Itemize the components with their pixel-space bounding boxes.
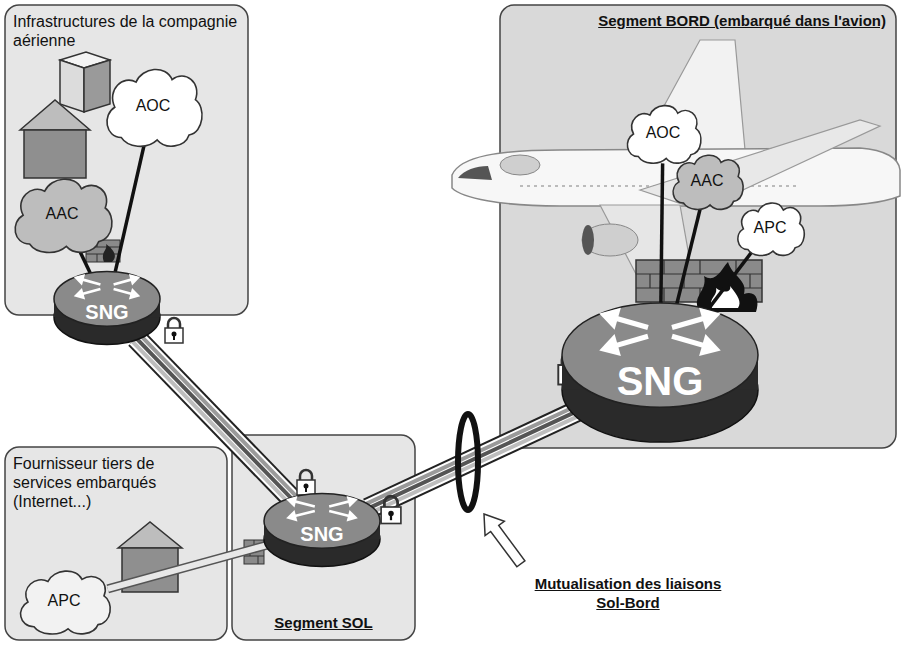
connector xyxy=(115,146,144,272)
callout-label: Mutualisation des liaisons Sol-Bord xyxy=(528,574,728,612)
segment-panel: Fournisseur tiers de services embarqués … xyxy=(5,447,227,640)
airplane xyxy=(452,40,900,320)
network-cloud: AAC xyxy=(668,150,746,212)
sng-router: SNG xyxy=(262,492,382,568)
panel-grounds xyxy=(5,5,896,640)
segment-panel: Infrastructures de la compagnie aérienne… xyxy=(5,5,248,315)
panel-ground xyxy=(5,447,227,640)
cloud-label: APC xyxy=(48,592,81,610)
sng-router: SNG xyxy=(52,270,162,346)
connector xyxy=(661,163,663,303)
cloud-label: AOC xyxy=(646,124,681,142)
network-cloud: APC xyxy=(14,565,114,637)
connector xyxy=(677,209,700,304)
connector xyxy=(706,252,752,312)
cloud-label: AAC xyxy=(691,172,724,190)
bundle-ring xyxy=(458,414,478,510)
panel-ground xyxy=(5,5,248,315)
network-cloud: APC xyxy=(733,198,807,258)
panel-title: Segment BORD (embarqué dans l'avion) xyxy=(516,12,886,30)
padlock xyxy=(297,470,315,495)
network-cloud: AAC xyxy=(8,172,116,256)
router-label: SNG xyxy=(85,302,128,322)
segment-panel: Segment BORD (embarqué dans l'avion) AOC A… xyxy=(500,5,896,448)
router-label: SNG xyxy=(300,524,343,544)
airline-building xyxy=(20,52,110,178)
padlock xyxy=(381,496,401,524)
connector xyxy=(79,250,90,273)
panel-title: Fournisseur tiers de services embarqués … xyxy=(13,454,213,511)
panel-title: Segment SOL xyxy=(239,614,409,632)
segment-panel: Segment SOL SNG xyxy=(232,435,415,640)
connector xyxy=(366,405,583,513)
padlock-icons xyxy=(165,318,582,524)
connector xyxy=(108,544,270,589)
cloud-label: AAC xyxy=(46,205,79,223)
sng-router: SNG xyxy=(560,300,760,445)
callout-arrow xyxy=(474,507,530,571)
panel-title: Infrastructures de la compagnie aérienne xyxy=(13,12,238,50)
network-cloud: AOC xyxy=(622,100,704,166)
network-cloud: AOC xyxy=(100,62,206,150)
cloud-label: AOC xyxy=(136,97,171,115)
panel-ground xyxy=(500,5,896,448)
cloud-label: APC xyxy=(754,219,787,237)
padlock xyxy=(165,318,183,343)
router-label: SNG xyxy=(617,361,704,401)
connector xyxy=(133,335,296,503)
